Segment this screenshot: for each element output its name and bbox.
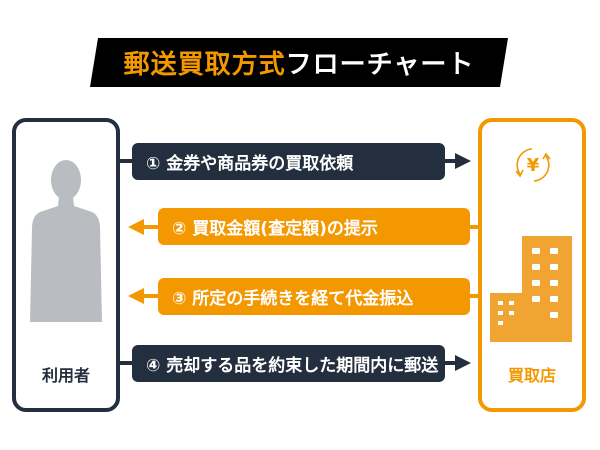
connector-line: [142, 225, 160, 229]
arrow-right-icon: [455, 153, 471, 169]
step-3: ③ 所定の手続きを経て代金振込: [158, 278, 470, 315]
connector-line: [142, 294, 160, 298]
building-icon: [490, 236, 572, 342]
arrow-right-icon: [455, 355, 471, 371]
step-1: ① 金券や商品券の買取依頼: [132, 143, 445, 180]
connector-line: [116, 361, 134, 365]
step-2: ② 買取金額(査定額)の提示: [158, 208, 470, 245]
title-banner: [90, 38, 508, 87]
shop-label: 買取店: [507, 366, 556, 385]
connector-line: [445, 159, 457, 163]
title-rest: フローチャート: [285, 50, 475, 80]
svg-text:¥: ¥: [527, 155, 540, 176]
page-title: 郵送買取方式フローチャート: [90, 38, 508, 87]
user-label: 利用者: [41, 366, 90, 385]
shop-panel: ¥ 買取店: [478, 118, 586, 412]
connector-line: [445, 361, 457, 365]
user-panel: 利用者: [12, 118, 120, 412]
connector-line: [468, 294, 480, 298]
yen-exchange-icon: ¥: [515, 148, 551, 182]
step-4: ④ 売却する品を約束した期間内に郵送: [132, 345, 445, 382]
arrow-left-icon: [128, 219, 144, 235]
connector-line: [116, 159, 134, 163]
arrow-left-icon: [128, 288, 144, 304]
title-highlight: 郵送買取方式: [123, 50, 286, 80]
person-silhouette-icon: [30, 160, 102, 322]
connector-line: [468, 225, 480, 229]
